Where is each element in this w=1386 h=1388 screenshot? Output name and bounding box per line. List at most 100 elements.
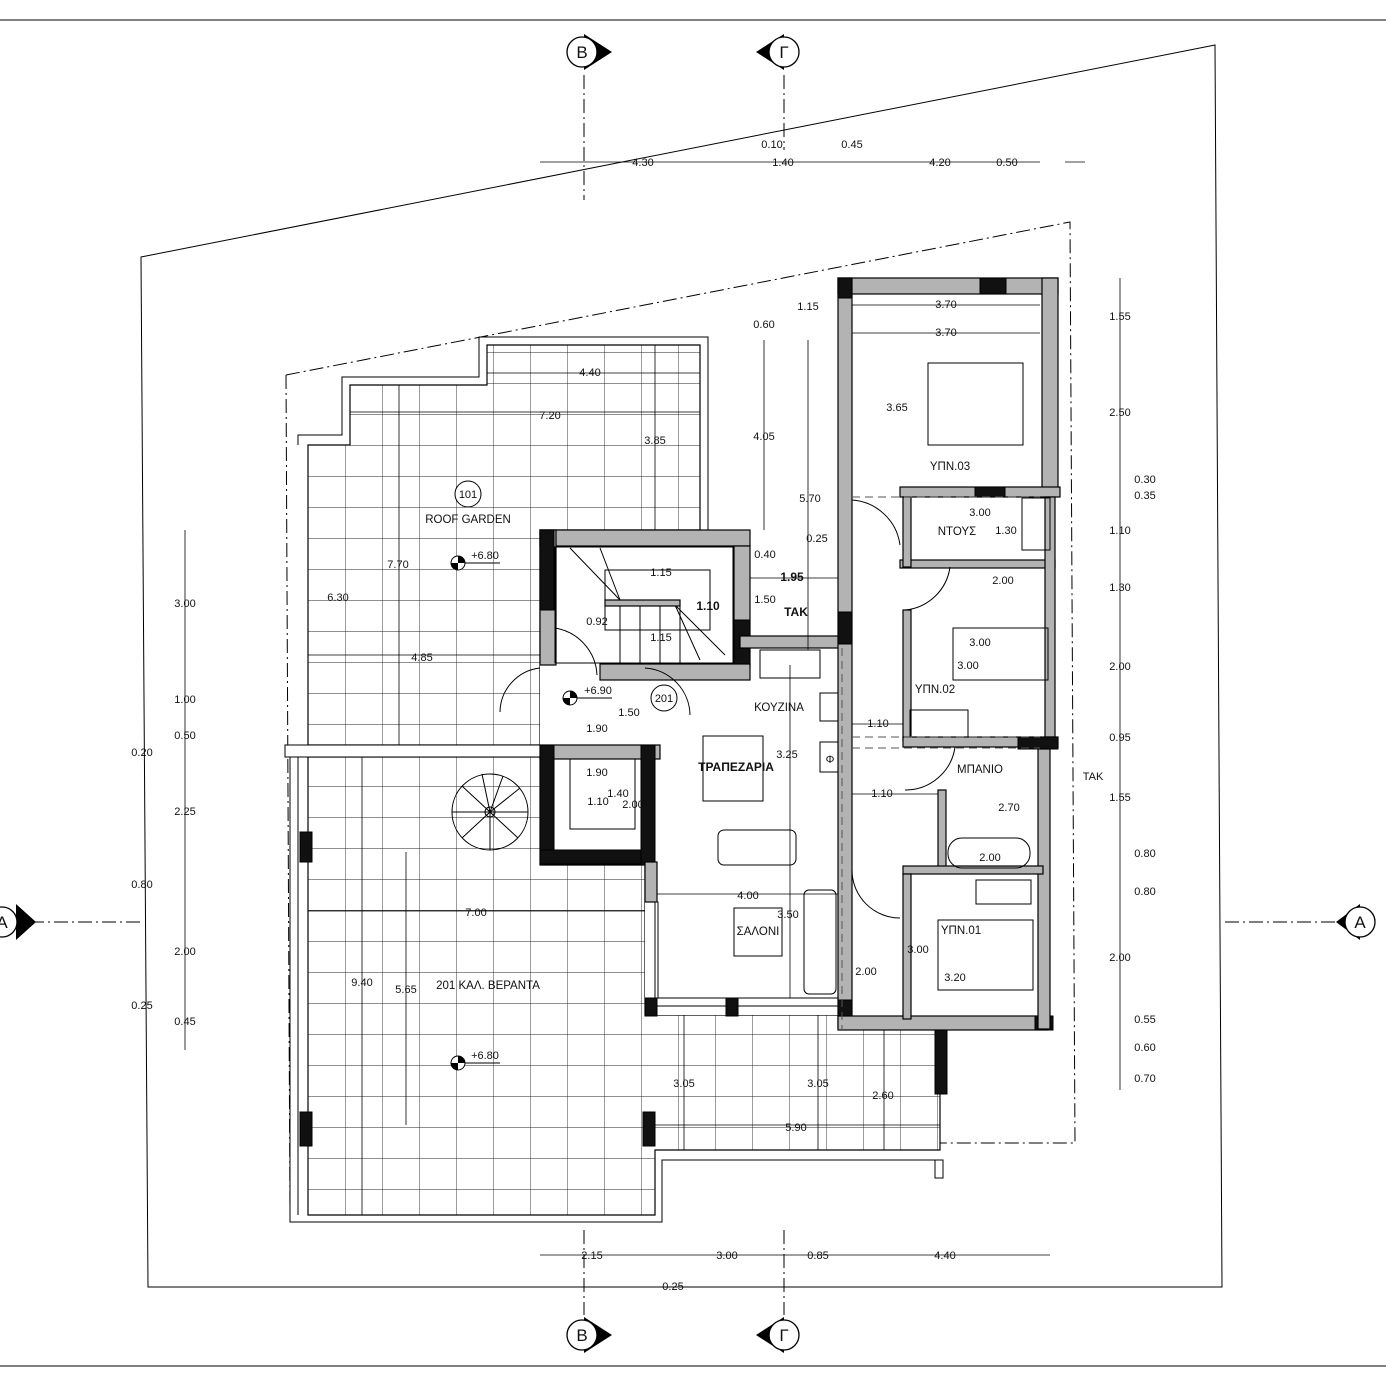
dimension-label: 4.05 xyxy=(753,431,774,443)
dimension-label: 1.95 xyxy=(780,570,804,584)
dimension-label: 1.55 xyxy=(1109,311,1130,323)
dimension-label: 6.30 xyxy=(327,592,348,604)
dimension-label: 3.25 xyxy=(776,749,797,761)
room-label: ΣΑΛΟΝΙ xyxy=(737,926,780,938)
dimension-label: 2.00 xyxy=(1109,661,1130,673)
column xyxy=(299,831,313,863)
dimension-label: 3.00 xyxy=(969,507,990,519)
dimension-label: 2.00 xyxy=(1109,952,1130,964)
dimension-label: 1.10 xyxy=(1109,525,1130,537)
section-marker-g-top[interactable]: Γ xyxy=(756,34,800,70)
room-number-circle xyxy=(454,480,482,508)
dimension-label: 2.00 xyxy=(992,575,1013,587)
stair-core-walls xyxy=(539,529,751,866)
dimension-label: 3.50 xyxy=(777,909,798,921)
dimension-label: TAK xyxy=(784,605,808,619)
dimension-label: 4.00 xyxy=(737,890,758,902)
dimension-label: 0.40 xyxy=(754,549,775,561)
dimension-label: 1.90 xyxy=(586,723,607,735)
level-marker-icon xyxy=(450,555,500,571)
hidden-lines xyxy=(841,496,1040,1030)
dimension-label: 3.00 xyxy=(907,944,928,956)
dimension-label: 3.20 xyxy=(944,972,965,984)
dimension-label: 4.30 xyxy=(632,157,653,169)
dimension-label: 0.60 xyxy=(753,319,774,331)
level-marker-icon xyxy=(450,1055,500,1071)
column xyxy=(934,1029,948,1095)
dimension-label: 4.20 xyxy=(929,157,950,169)
dimension-label: 1.10 xyxy=(696,599,720,613)
dimension-label: Φ xyxy=(826,754,835,766)
section-lines xyxy=(30,75,1340,1315)
dimension-lines xyxy=(184,161,1121,1256)
dimension-label: 0.60 xyxy=(1134,1042,1155,1054)
dimension-label: TAK xyxy=(1083,771,1104,783)
dimension-label: 2.50 xyxy=(1109,407,1130,419)
dimension-label: 4.85 xyxy=(411,652,432,664)
room-label: 201 ΚΑΛ. ΒΕΡΑΝΤΑ xyxy=(436,980,540,992)
dimension-label: 1.15 xyxy=(650,632,671,644)
dimension-label: 1.00 xyxy=(174,694,195,706)
room-label: ROOF GARDEN xyxy=(425,514,511,526)
dimension-label: 2.00 xyxy=(622,799,643,811)
section-marker-b-bottom[interactable]: Β xyxy=(566,1317,612,1353)
section-label: Β xyxy=(576,1326,587,1345)
level-marker-icon xyxy=(562,690,612,706)
dimension-label: 5.70 xyxy=(799,493,820,505)
dimension-label: 2.60 xyxy=(872,1090,893,1102)
dimension-label: 0.35 xyxy=(1134,490,1155,502)
setback-outline-left xyxy=(285,374,291,1216)
dimension-label: 2.25 xyxy=(174,806,195,818)
dimension-label: 3.70 xyxy=(935,299,956,311)
dimension-label: 0.55 xyxy=(1134,1014,1155,1026)
dimension-label: 3.05 xyxy=(673,1078,694,1090)
dimension-label: 5.65 xyxy=(395,984,416,996)
dimension-label: 3.85 xyxy=(644,435,665,447)
parapet-end xyxy=(934,1159,944,1179)
room-label: ΤΡΑΠΕΖΑΡΙΑ xyxy=(698,760,774,774)
dimension-label: 4.40 xyxy=(934,1250,955,1262)
section-marker-b-top[interactable]: Β xyxy=(566,34,612,70)
column xyxy=(642,1111,656,1147)
dimension-label: 2.00 xyxy=(979,852,1000,864)
dimension-label: 1.10 xyxy=(871,788,892,800)
section-label: Α xyxy=(0,913,8,932)
room-label: ΥΠΝ.01 xyxy=(941,925,981,937)
level-label: +6.80 xyxy=(471,1050,499,1062)
dimension-label: 7.00 xyxy=(465,907,486,919)
dimension-label: 1.15 xyxy=(797,301,818,313)
dimension-label: 1.90 xyxy=(586,767,607,779)
room-label: ΥΠΝ.02 xyxy=(915,684,955,696)
section-label: Β xyxy=(576,43,587,62)
section-label: Α xyxy=(1354,913,1366,932)
room-number: 101 xyxy=(459,489,477,501)
dimension-label: 3.65 xyxy=(886,402,907,414)
dimension-label: 7.70 xyxy=(387,559,408,571)
dimension-label: 3.00 xyxy=(716,1250,737,1262)
plot-boundary xyxy=(140,44,1223,1288)
dimension-label: 1.10 xyxy=(867,718,888,730)
dimension-label: 0.20 xyxy=(131,747,152,759)
dimension-label: 3.00 xyxy=(957,660,978,672)
section-label: Γ xyxy=(779,1326,788,1345)
dimension-label: 2.70 xyxy=(998,802,1019,814)
level-step-edge xyxy=(284,744,546,758)
dimension-label: 0.45 xyxy=(841,139,862,151)
dimension-label: 1.40 xyxy=(772,157,793,169)
bedroom-wing-floor xyxy=(838,278,1060,1030)
section-marker-a-right[interactable]: Α xyxy=(1336,904,1376,940)
level-label: +6.80 xyxy=(471,550,499,562)
dimension-label: 0.30 xyxy=(1134,474,1155,486)
section-marker-g-bottom[interactable]: Γ xyxy=(756,1317,800,1353)
section-marker-a-left[interactable]: Α xyxy=(0,904,36,940)
room-label: ΥΠΝ.03 xyxy=(930,461,970,473)
dimension-label: 0.10 xyxy=(761,139,782,151)
room-number-circle xyxy=(650,684,678,712)
dimension-label: 0.95 xyxy=(1109,732,1130,744)
dimension-label: 0.45 xyxy=(174,1016,195,1028)
dimension-label: 3.00 xyxy=(174,598,195,610)
roof-garden-parapet xyxy=(297,336,709,530)
room-number: 201 xyxy=(655,693,673,705)
